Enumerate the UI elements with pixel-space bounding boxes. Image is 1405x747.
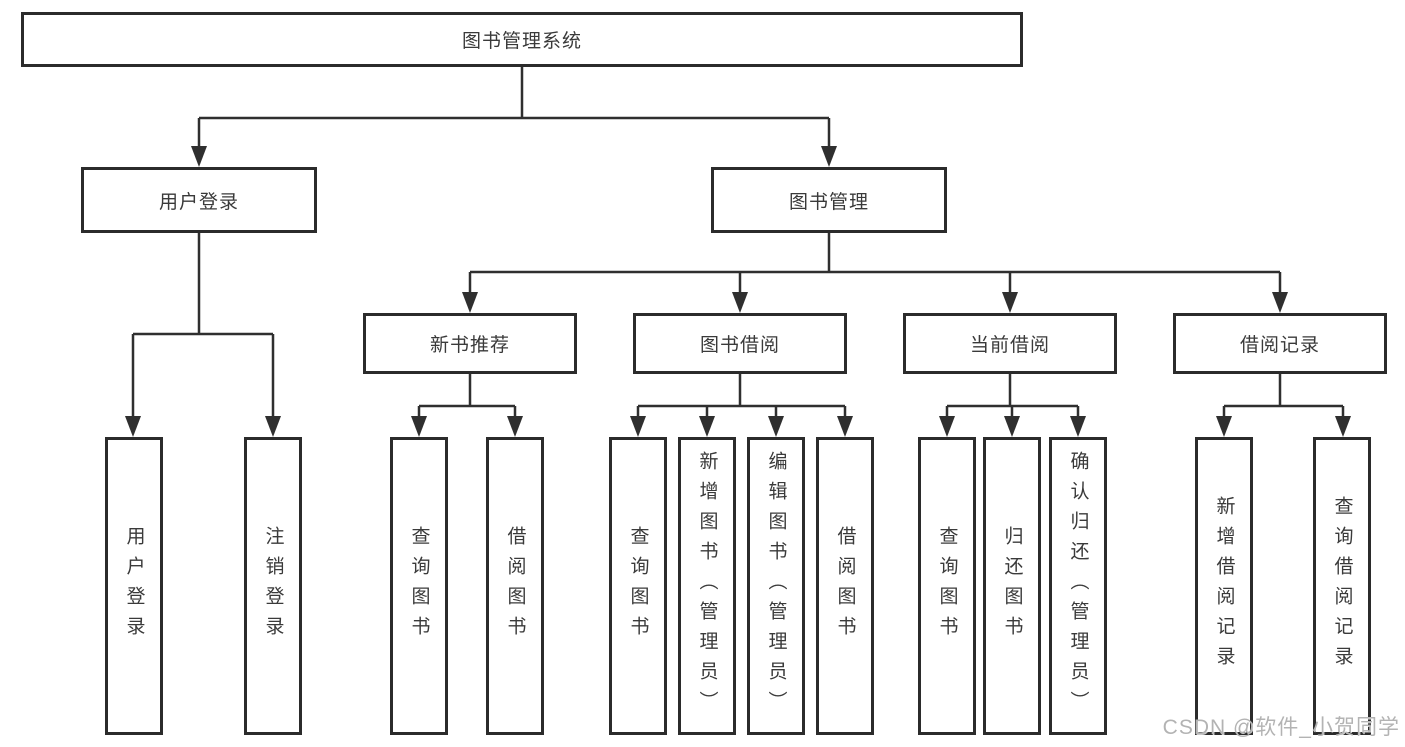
leaf-label: 用户登录 xyxy=(123,526,145,646)
node-new-book-recommendation: 新书推荐 xyxy=(363,313,577,374)
node-label: 图书借阅 xyxy=(699,335,780,356)
leaf-search-books-borrowing: 查询图书 xyxy=(609,437,667,735)
node-label: 用户登录 xyxy=(158,191,239,213)
leaf-return-books: 归还图书 xyxy=(983,437,1041,735)
node-user-login: 用户登录 xyxy=(81,167,317,233)
leaf-add-borrow-record: 新增借阅记录 xyxy=(1195,437,1253,735)
leaf-search-books-current: 查询图书 xyxy=(918,437,976,735)
leaf-label: 编辑图书（管理员） xyxy=(765,451,787,721)
leaf-label: 借阅图书 xyxy=(834,526,856,646)
leaf-borrow-books-recommend: 借阅图书 xyxy=(486,437,544,735)
leaf-search-books-recommend: 查询图书 xyxy=(390,437,448,735)
leaf-label: 新增图书（管理员） xyxy=(696,451,718,721)
leaf-borrow-books-borrowing: 借阅图书 xyxy=(816,437,874,735)
node-current-borrowing: 当前借阅 xyxy=(903,313,1117,374)
node-label: 图书管理 xyxy=(788,191,869,213)
leaf-add-book-admin: 新增图书（管理员） xyxy=(678,437,736,735)
leaf-label: 查询图书 xyxy=(627,526,649,646)
leaf-label: 查询图书 xyxy=(408,526,430,646)
leaf-label: 查询图书 xyxy=(936,526,958,646)
leaf-confirm-return-admin: 确认归还（管理员） xyxy=(1049,437,1107,735)
leaf-user-login: 用户登录 xyxy=(105,437,163,735)
leaf-label: 归还图书 xyxy=(1001,526,1023,646)
node-library-management-system: 图书管理系统 xyxy=(21,12,1023,67)
node-label: 当前借阅 xyxy=(969,335,1050,356)
leaf-label: 确认归还（管理员） xyxy=(1067,451,1089,721)
leaf-search-borrow-record: 查询借阅记录 xyxy=(1313,437,1371,735)
leaf-label: 注销登录 xyxy=(262,526,284,646)
leaf-label: 查询借阅记录 xyxy=(1331,496,1353,676)
node-book-management: 图书管理 xyxy=(711,167,947,233)
leaf-label: 新增借阅记录 xyxy=(1213,496,1235,676)
node-borrow-records: 借阅记录 xyxy=(1173,313,1387,374)
csdn-watermark: CSDN @软件_小贺同学 xyxy=(1162,716,1400,739)
node-label: 新书推荐 xyxy=(429,335,510,356)
node-book-borrowing: 图书借阅 xyxy=(633,313,847,374)
leaf-logout: 注销登录 xyxy=(244,437,302,735)
node-label: 借阅记录 xyxy=(1239,335,1320,356)
leaf-label: 借阅图书 xyxy=(504,526,526,646)
node-label: 图书管理系统 xyxy=(461,31,582,52)
leaf-edit-book-admin: 编辑图书（管理员） xyxy=(747,437,805,735)
